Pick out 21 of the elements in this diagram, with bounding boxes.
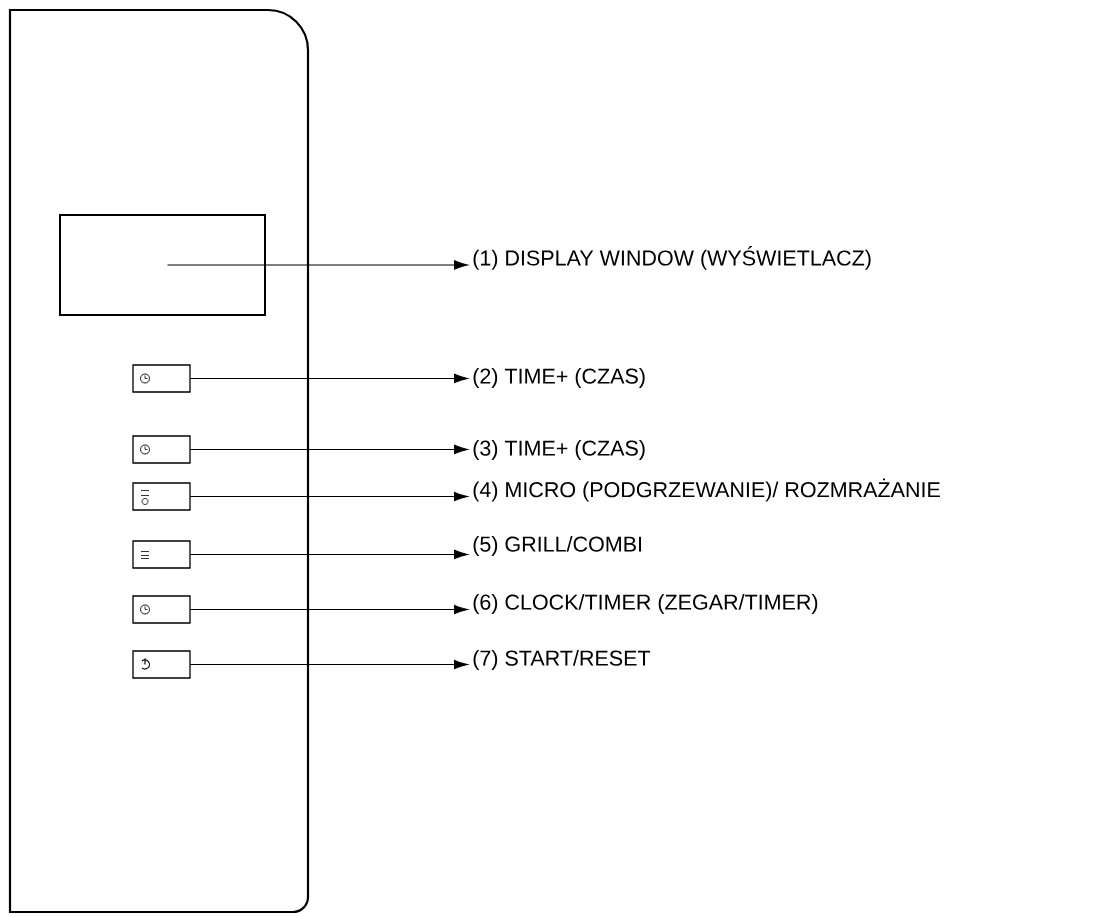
callout-label: (7) START/RESET [473,650,651,670]
arrow [189,491,468,502]
callout-label: (1) DISPLAY WINDOW (WYŚWIETLACZ) [473,246,871,270]
arrow [189,604,468,615]
callout-label: (6) CLOCK/TIMER (ZEGAR/TIMER) [473,594,818,614]
arrow [166,260,468,270]
control-button [132,435,191,464]
arrow [189,659,468,670]
callout-label: (5) GRILL/COMBI [473,536,642,556]
control-button [132,650,191,679]
control-panel [8,8,310,914]
control-button [132,482,191,511]
arrow [189,373,468,384]
callout-label: (2) TIME+ (CZAS) [473,368,645,388]
callout-label: (4) MICRO (PODGRZEWANIE)/ ROZMRAŻANIE [473,478,940,502]
callout-label: (3) TIME+ (CZAS) [473,440,645,460]
control-button [132,540,191,569]
control-button [132,364,191,393]
control-button [132,595,191,624]
arrow [189,549,468,560]
display-window [59,214,266,316]
